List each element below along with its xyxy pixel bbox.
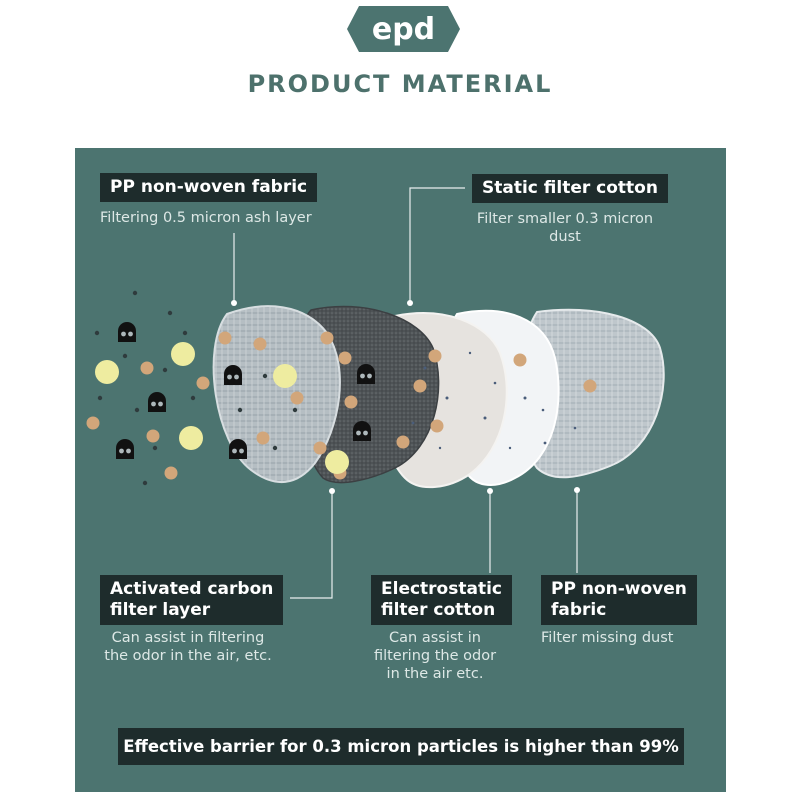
layer-label-carbon: Activated carbon filter layer bbox=[100, 575, 284, 625]
desc-line: Can assist in bbox=[389, 630, 481, 646]
desc-line: Filter missing dust bbox=[541, 630, 674, 646]
layer-desc-electrostatic: Can assist in filtering the odor in the … bbox=[365, 629, 505, 683]
small-particles bbox=[94, 290, 298, 486]
leader-line-static bbox=[409, 187, 465, 303]
layer-name: PP non-woven fabric bbox=[110, 177, 308, 197]
pollutant-icon bbox=[116, 322, 375, 459]
desc-line: Can assist in filtering bbox=[111, 630, 265, 646]
epd-logo: epd bbox=[347, 6, 460, 52]
layer-desc-static: Filter smaller 0.3 micron dust bbox=[470, 210, 660, 246]
desc-line: the odor in the air, etc. bbox=[104, 648, 272, 664]
desc-line: Filter smaller 0.3 micron bbox=[476, 211, 654, 227]
layer-label-pp-front: PP non-woven fabric bbox=[100, 173, 318, 202]
material-panel: PP non-woven fabric Filtering 0.5 micron… bbox=[75, 148, 726, 792]
layer-pp-fabric-front bbox=[212, 305, 341, 483]
page-title: PRODUCT MATERIAL bbox=[247, 70, 553, 98]
layer-name-line: filter layer bbox=[110, 600, 211, 620]
desc-line: Filtering 0.5 micron ash layer bbox=[100, 210, 312, 226]
layer-name-line: Electrostatic bbox=[381, 579, 502, 599]
efficiency-banner: Effective barrier for 0.3 micron particl… bbox=[118, 728, 684, 765]
logo-text: epd bbox=[372, 12, 435, 47]
filter-layers-graphic bbox=[86, 187, 665, 599]
layer-desc-pp-back: Filter missing dust bbox=[541, 629, 673, 647]
desc-line: filtering the odor bbox=[373, 648, 497, 664]
yellow-particles bbox=[95, 342, 349, 474]
layer-name-line: Activated carbon bbox=[110, 579, 274, 599]
layer-label-electrostatic: Electrostatic filter cotton bbox=[371, 575, 512, 625]
layer-label-static: Static filter cotton bbox=[472, 174, 668, 203]
layer-name-line: fabric bbox=[551, 600, 607, 620]
leader-line-carbon bbox=[290, 493, 333, 599]
layer-desc-carbon: Can assist in filtering the odor in the … bbox=[93, 629, 283, 665]
layer-label-pp-back: PP non-woven fabric bbox=[541, 575, 697, 625]
layer-name: Static filter cotton bbox=[482, 178, 658, 198]
layer-desc-pp-front: Filtering 0.5 micron ash layer bbox=[100, 209, 312, 227]
desc-line: dust bbox=[549, 229, 581, 245]
speckles bbox=[411, 351, 577, 450]
tan-particles bbox=[86, 331, 597, 480]
desc-line: in the air etc. bbox=[386, 666, 484, 682]
layer-name-line: filter cotton bbox=[381, 600, 496, 620]
leader-lines bbox=[231, 187, 580, 599]
layer-name-line: PP non-woven bbox=[551, 579, 687, 599]
